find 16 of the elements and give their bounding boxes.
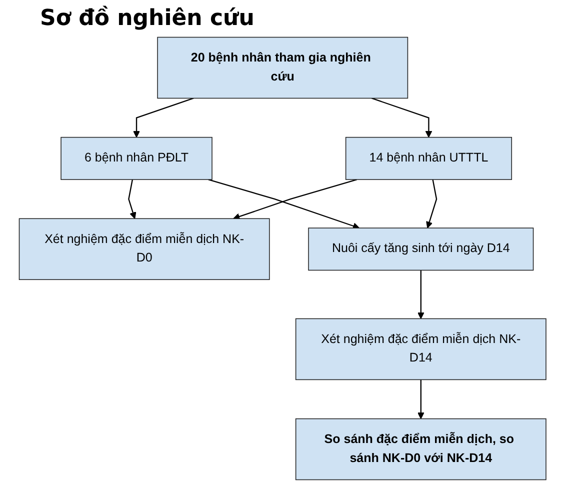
- arrow: [128, 179, 136, 219]
- arrow: [426, 179, 437, 228]
- node-box: 6 bệnh nhân PĐLT: [60, 136, 212, 180]
- arrow: [208, 178, 360, 230]
- node-box: Nuôi cấy tăng sinh tới ngày D14: [308, 228, 534, 271]
- node-box: Xét nghiệm đặc điểm miễn dịch NK-D0: [18, 218, 270, 280]
- diagram-title: Sơ đồ nghiên cứu: [40, 6, 254, 31]
- node-box: Xét nghiệm đặc điểm miễn dịch NK-D14: [295, 318, 546, 380]
- node-box: 20 bệnh nhân tham gia nghiên cứu: [157, 36, 408, 99]
- node-box: 14 bệnh nhân UTTTL: [345, 136, 512, 180]
- arrow: [132, 98, 194, 138]
- node-box: So sánh đặc điểm miễn dịch, so sánh NK-D0 với NK-D14: [295, 418, 546, 480]
- arrow: [371, 98, 432, 138]
- arrow: [417, 270, 424, 319]
- arrow: [232, 178, 357, 220]
- arrow: [417, 380, 424, 420]
